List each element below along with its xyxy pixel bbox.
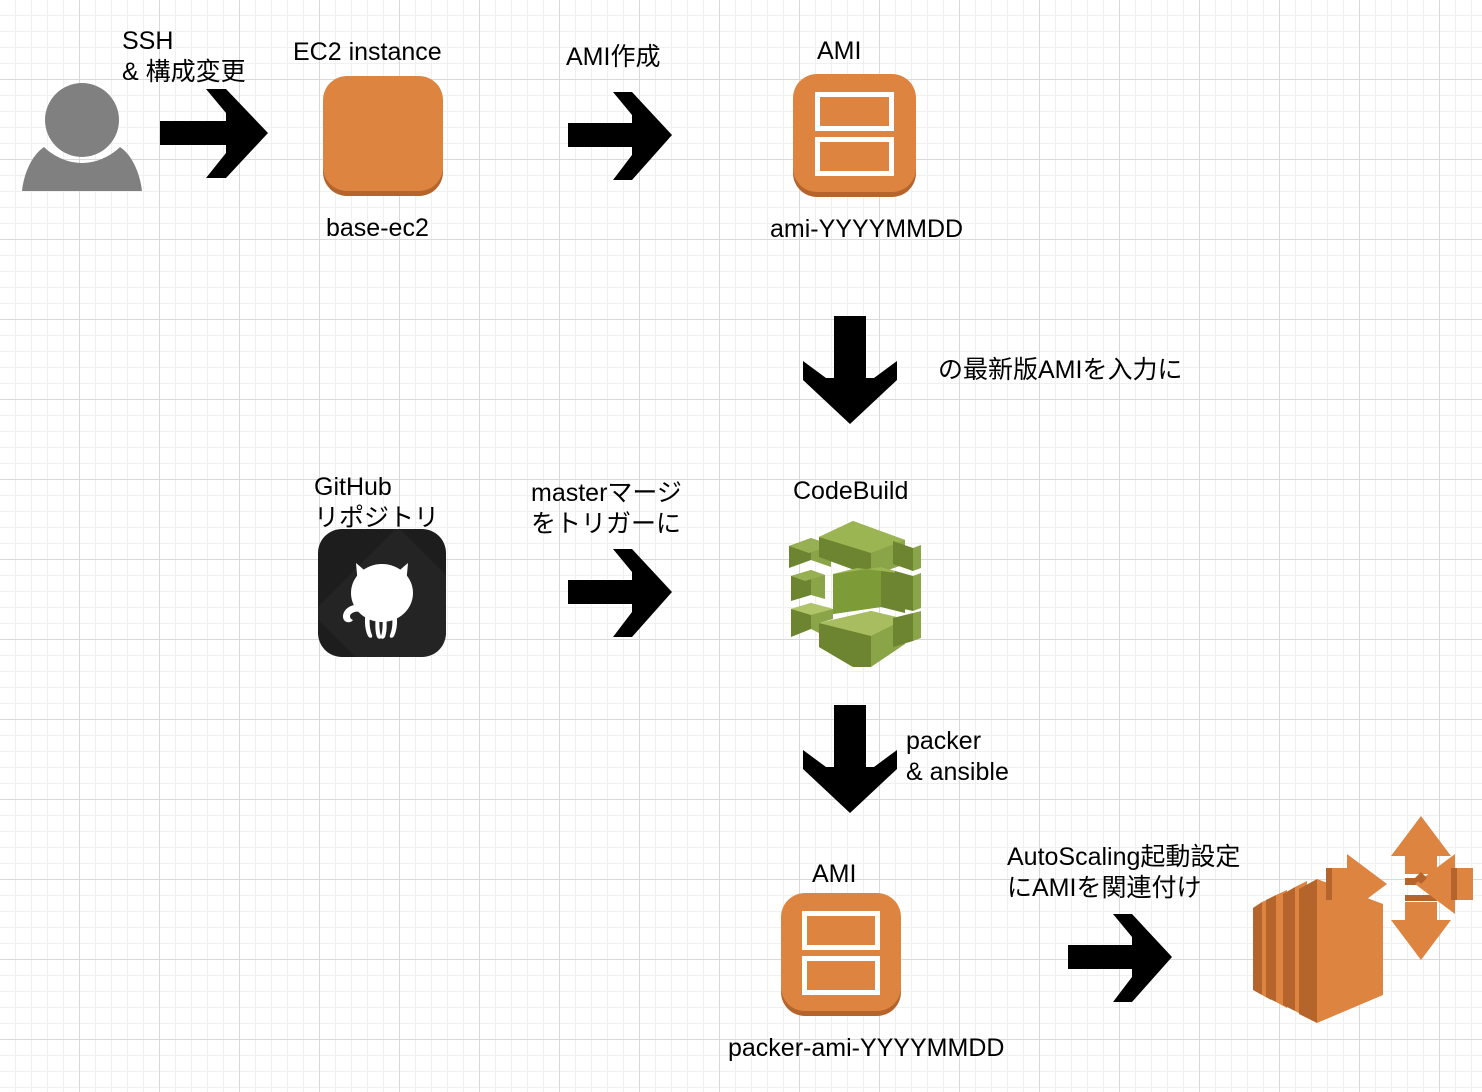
arrow-right-icon — [568, 547, 672, 639]
ami-cell — [820, 97, 840, 126]
ami-cell — [845, 142, 865, 171]
ami-cell — [856, 961, 875, 990]
ami-cell — [856, 916, 875, 945]
ami-band-top — [815, 92, 894, 131]
ami-icon — [781, 893, 901, 1011]
edge-label-ami-create: AMI作成 — [566, 43, 661, 71]
ami-band-top — [802, 911, 880, 950]
ec2-title: EC2 instance — [293, 38, 442, 66]
person-icon-svg — [22, 83, 142, 191]
arrow-right-icon — [568, 90, 672, 182]
arrow-right-icon — [1068, 912, 1172, 1004]
ami-top-caption: ami-YYYYMMDD — [770, 215, 964, 243]
ami-cell — [807, 916, 826, 945]
codebuild-icon — [785, 519, 921, 669]
arrow-right-svg — [568, 549, 672, 637]
ec2-caption: base-ec2 — [326, 214, 429, 242]
arrow-down-icon — [801, 316, 899, 424]
ec2-instance-icon — [323, 76, 443, 191]
ami-cell — [831, 916, 850, 945]
edge-label-master-merge: masterマージ をトリガーに — [531, 479, 682, 538]
ami-cell — [869, 142, 889, 171]
arrow-right-svg — [160, 89, 268, 178]
autoscaling-icon — [1243, 812, 1473, 1040]
ami-icon — [793, 74, 916, 192]
edge-label-latest-ami: の最新版AMIを入力に — [938, 356, 1183, 384]
ami-cell — [869, 97, 889, 126]
arrow-right-svg — [568, 92, 672, 180]
ami-cell — [831, 961, 850, 990]
ami-band-bottom — [815, 137, 894, 176]
ami-cell — [820, 142, 840, 171]
codebuild-title: CodeBuild — [793, 477, 909, 505]
ami-top-title: AMI — [817, 37, 862, 65]
arrow-right-svg — [1068, 914, 1172, 1002]
edge-label-autoscaling: AutoScaling起動設定 にAMIを関連付け — [1007, 843, 1241, 902]
arrow-down-icon — [801, 705, 899, 813]
ami-bottom-title: AMI — [812, 860, 857, 888]
ami-cell — [845, 97, 865, 126]
github-icon — [318, 529, 446, 657]
ami-bottom-caption: packer-ami-YYYYMMDD — [728, 1034, 1005, 1062]
codebuild-icon-svg — [789, 521, 921, 667]
edge-label-ssh: SSH & 構成変更 — [122, 27, 246, 86]
arrow-right-icon — [160, 87, 268, 180]
github-title: GitHub リポジトリ — [314, 473, 440, 532]
person-icon — [22, 73, 142, 191]
ami-cell — [807, 961, 826, 990]
edge-label-packer-ansible: packer & ansible — [906, 727, 1009, 786]
arrow-down-svg — [803, 316, 897, 424]
autoscaling-icon-svg — [1253, 816, 1473, 1023]
ami-band-bottom — [802, 956, 880, 995]
octocat-icon — [343, 563, 413, 639]
arrow-down-svg — [803, 705, 897, 813]
